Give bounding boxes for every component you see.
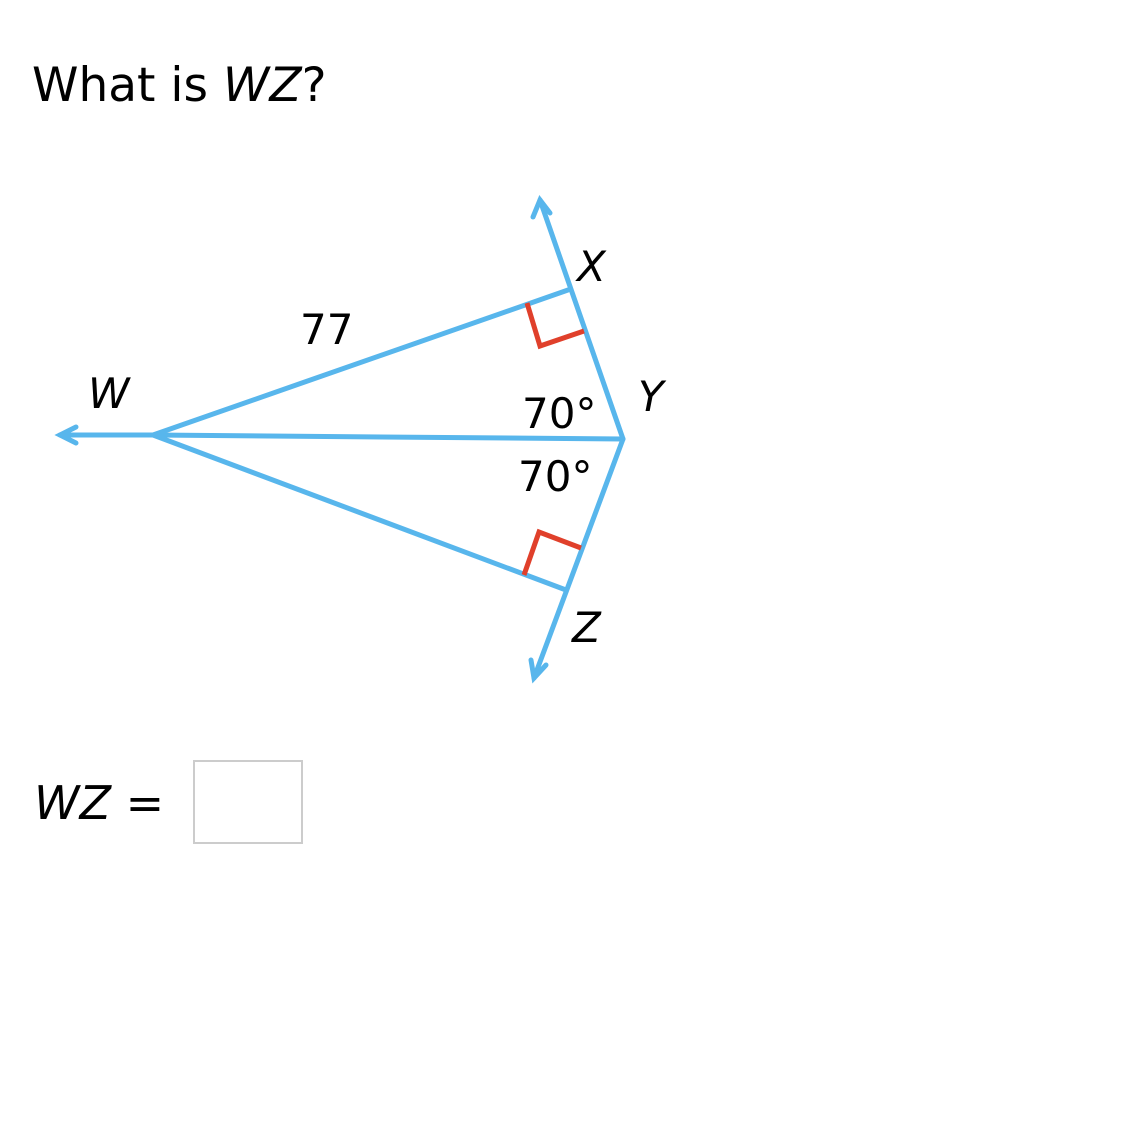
arrowhead-left xyxy=(54,424,79,446)
angle-label-bottom: 70° xyxy=(518,452,592,501)
angle-label-top: 70° xyxy=(522,389,596,438)
point-label-w: W xyxy=(88,369,131,418)
question-prefix: What is xyxy=(32,58,223,113)
side-label-wx: 77 xyxy=(300,305,353,354)
line-yz-ray xyxy=(531,436,626,681)
answer-variable: WZ xyxy=(34,776,111,830)
right-angle-marker-z xyxy=(521,528,582,576)
segment-wz xyxy=(150,432,569,593)
point-label-x: X xyxy=(575,242,607,291)
arrowhead-bottom xyxy=(528,657,549,684)
question-text: What is WZ? xyxy=(32,58,327,113)
segment-wy xyxy=(150,432,626,442)
answer-input[interactable] xyxy=(193,760,303,844)
arrowhead-top xyxy=(530,195,553,220)
right-angle-marker-x xyxy=(524,302,585,350)
equals-sign: = xyxy=(125,776,165,830)
line-yx-ray xyxy=(537,197,626,442)
question-suffix: ? xyxy=(301,58,327,113)
answer-label: WZ = xyxy=(34,776,164,830)
point-label-z: Z xyxy=(571,603,602,652)
segment-wx xyxy=(150,287,571,438)
question-variable: WZ xyxy=(222,58,302,113)
point-label-y: Y xyxy=(638,372,667,421)
